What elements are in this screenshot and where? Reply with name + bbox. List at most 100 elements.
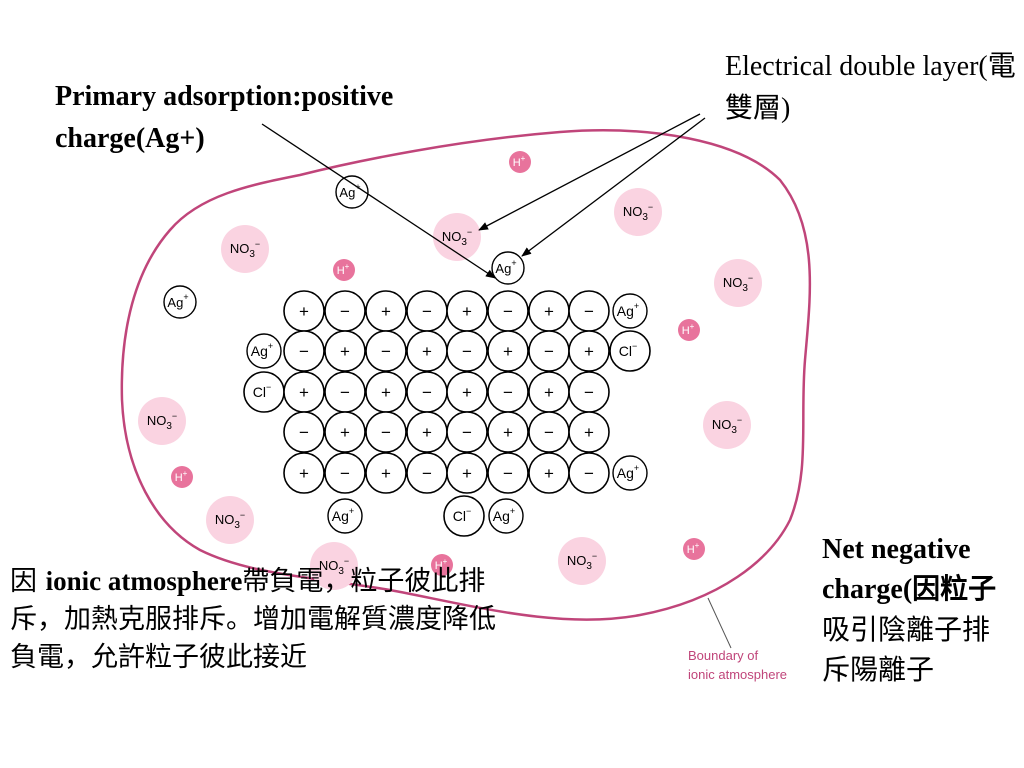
lattice-charge-sign: + bbox=[544, 302, 554, 321]
lattice-charge-sign: + bbox=[340, 423, 350, 442]
lattice-circle bbox=[365, 452, 407, 494]
lattice-charge-sign: − bbox=[299, 342, 309, 361]
cl-ion-label: Cl− bbox=[619, 341, 638, 359]
no3-ion-circle bbox=[433, 213, 481, 261]
lattice-ion--: − bbox=[365, 330, 407, 372]
lattice-ion--: − bbox=[568, 290, 610, 332]
h-ion-circle bbox=[431, 554, 453, 576]
no3-ion-label: NO3− bbox=[319, 556, 349, 577]
lattice-ion--: − bbox=[487, 290, 529, 332]
lattice-ion--: − bbox=[283, 330, 325, 372]
primary-adsorption-arrow bbox=[261, 123, 496, 279]
lattice-charge-sign: + bbox=[584, 342, 594, 361]
lattice-ion-+: + bbox=[365, 290, 407, 332]
lattice-ion-+: + bbox=[446, 452, 488, 494]
no3-ion: NO3− bbox=[714, 259, 762, 307]
lattice-charge-sign: − bbox=[381, 423, 391, 442]
lattice-circle bbox=[365, 330, 407, 372]
ag-ion-circle bbox=[163, 285, 197, 319]
lattice-charge-sign: − bbox=[544, 342, 554, 361]
no3-ion-label: NO3− bbox=[215, 510, 245, 531]
no3-ion: NO3− bbox=[206, 496, 254, 544]
ag-ion-circle bbox=[327, 498, 363, 534]
lattice-ion-+: + bbox=[324, 411, 366, 453]
lattice-ion--: − bbox=[568, 371, 610, 413]
lattice-circle bbox=[324, 330, 366, 372]
lattice-charge-sign: − bbox=[422, 464, 432, 483]
boundary-caption-line-2: ionic atmosphere bbox=[688, 667, 787, 682]
lattice-charge-sign: + bbox=[462, 383, 472, 402]
free-ions-layer: NO3−NO3−NO3−NO3−NO3−NO3−NO3−NO3−NO3−H+H+… bbox=[138, 151, 762, 590]
lattice-ion--: − bbox=[487, 371, 529, 413]
h-ion-circle bbox=[678, 319, 700, 341]
lattice-charge-sign: + bbox=[299, 383, 309, 402]
lattice-ion--: − bbox=[365, 411, 407, 453]
no3-ion-circle bbox=[558, 537, 606, 585]
lattice-circle bbox=[283, 330, 325, 372]
h-ion: H+ bbox=[683, 538, 705, 560]
lattice-charge-sign: − bbox=[503, 464, 513, 483]
lattice-charge-sign: + bbox=[544, 464, 554, 483]
ag-ion-label: Ag+ bbox=[617, 463, 639, 481]
lattice-ion-ag: Ag+ bbox=[246, 333, 282, 369]
boundary-pointer-line bbox=[707, 597, 732, 649]
lattice-circle bbox=[568, 330, 610, 372]
lattice-ion--: − bbox=[406, 371, 448, 413]
ionic-atmosphere-boundary bbox=[120, 129, 812, 621]
lattice-charge-sign: + bbox=[422, 342, 432, 361]
adsorbed-ag-ion: Ag+ bbox=[491, 251, 525, 285]
lattice-circle bbox=[365, 411, 407, 453]
cl-ion-circle bbox=[609, 330, 651, 372]
lattice-charge-sign: + bbox=[503, 342, 513, 361]
ionic-atmosphere-explanation: 因 ionic atmosphere帶負電，粒子彼此排斥，加熱克服排斥。增加電解… bbox=[10, 562, 500, 677]
lattice-ion--: − bbox=[406, 290, 448, 332]
h-ion-circle bbox=[509, 151, 531, 173]
h-ion: H+ bbox=[431, 554, 453, 576]
lattice-ion--: − bbox=[283, 411, 325, 453]
lattice-charge-sign: + bbox=[462, 302, 472, 321]
no3-ion-circle bbox=[221, 225, 269, 273]
lattice-charge-sign: + bbox=[422, 423, 432, 442]
lattice-ion-+: + bbox=[528, 371, 570, 413]
explanation-rest: 帶負電，粒子彼此排斥，加熱克服排斥。增加電解質濃度降低負電，允許粒子彼此接近 bbox=[10, 566, 496, 673]
h-ion: H+ bbox=[509, 151, 531, 173]
lattice-charge-sign: + bbox=[584, 423, 594, 442]
lattice-charge-sign: − bbox=[503, 383, 513, 402]
lattice-ion-ag: Ag+ bbox=[612, 455, 648, 491]
lattice-charge-sign: − bbox=[340, 302, 350, 321]
lattice-charge-sign: − bbox=[503, 302, 513, 321]
no3-ion: NO3− bbox=[703, 401, 751, 449]
no3-ion-label: NO3− bbox=[567, 551, 597, 572]
ag-ion-circle bbox=[335, 175, 369, 209]
lattice-circle bbox=[446, 452, 488, 494]
lattice-charge-sign: − bbox=[544, 423, 554, 442]
h-ion-label: H+ bbox=[337, 262, 350, 277]
h-ion-label: H+ bbox=[687, 541, 700, 556]
lattice-charge-sign: − bbox=[340, 383, 350, 402]
ag-ion-label: Ag+ bbox=[251, 341, 273, 359]
lattice-ion--: − bbox=[406, 452, 448, 494]
h-ion-circle bbox=[333, 259, 355, 281]
cl-ion-circle bbox=[443, 495, 485, 537]
lattice-ion-+: + bbox=[324, 330, 366, 372]
lattice-ion-+: + bbox=[406, 411, 448, 453]
lattice-circle bbox=[487, 411, 529, 453]
lattice-ion-+: + bbox=[528, 452, 570, 494]
ag-ion-circle bbox=[612, 293, 648, 329]
lattice-ion-+: + bbox=[406, 330, 448, 372]
lattice-ion--: − bbox=[324, 290, 366, 332]
lattice-ion-+: + bbox=[528, 290, 570, 332]
net-negative-line-2: charge(因粒子 bbox=[822, 574, 997, 605]
h-ion-label: H+ bbox=[435, 557, 448, 572]
lattice-charge-sign: + bbox=[544, 383, 554, 402]
primary-adsorption-label: Primary adsorption:positive charge(Ag+) bbox=[55, 81, 394, 154]
lattice-ion-+: + bbox=[365, 452, 407, 494]
double-layer-arrow-no3 bbox=[478, 113, 701, 231]
no3-ion: NO3− bbox=[310, 542, 358, 590]
lattice-ion-ag: Ag+ bbox=[327, 498, 363, 534]
lattice-charge-sign: − bbox=[299, 423, 309, 442]
net-negative-line-4: 斥陽離子 bbox=[822, 653, 935, 686]
no3-ion-label: NO3− bbox=[147, 411, 177, 432]
lattice-charge-sign: − bbox=[381, 342, 391, 361]
lattice-ion--: − bbox=[487, 452, 529, 494]
